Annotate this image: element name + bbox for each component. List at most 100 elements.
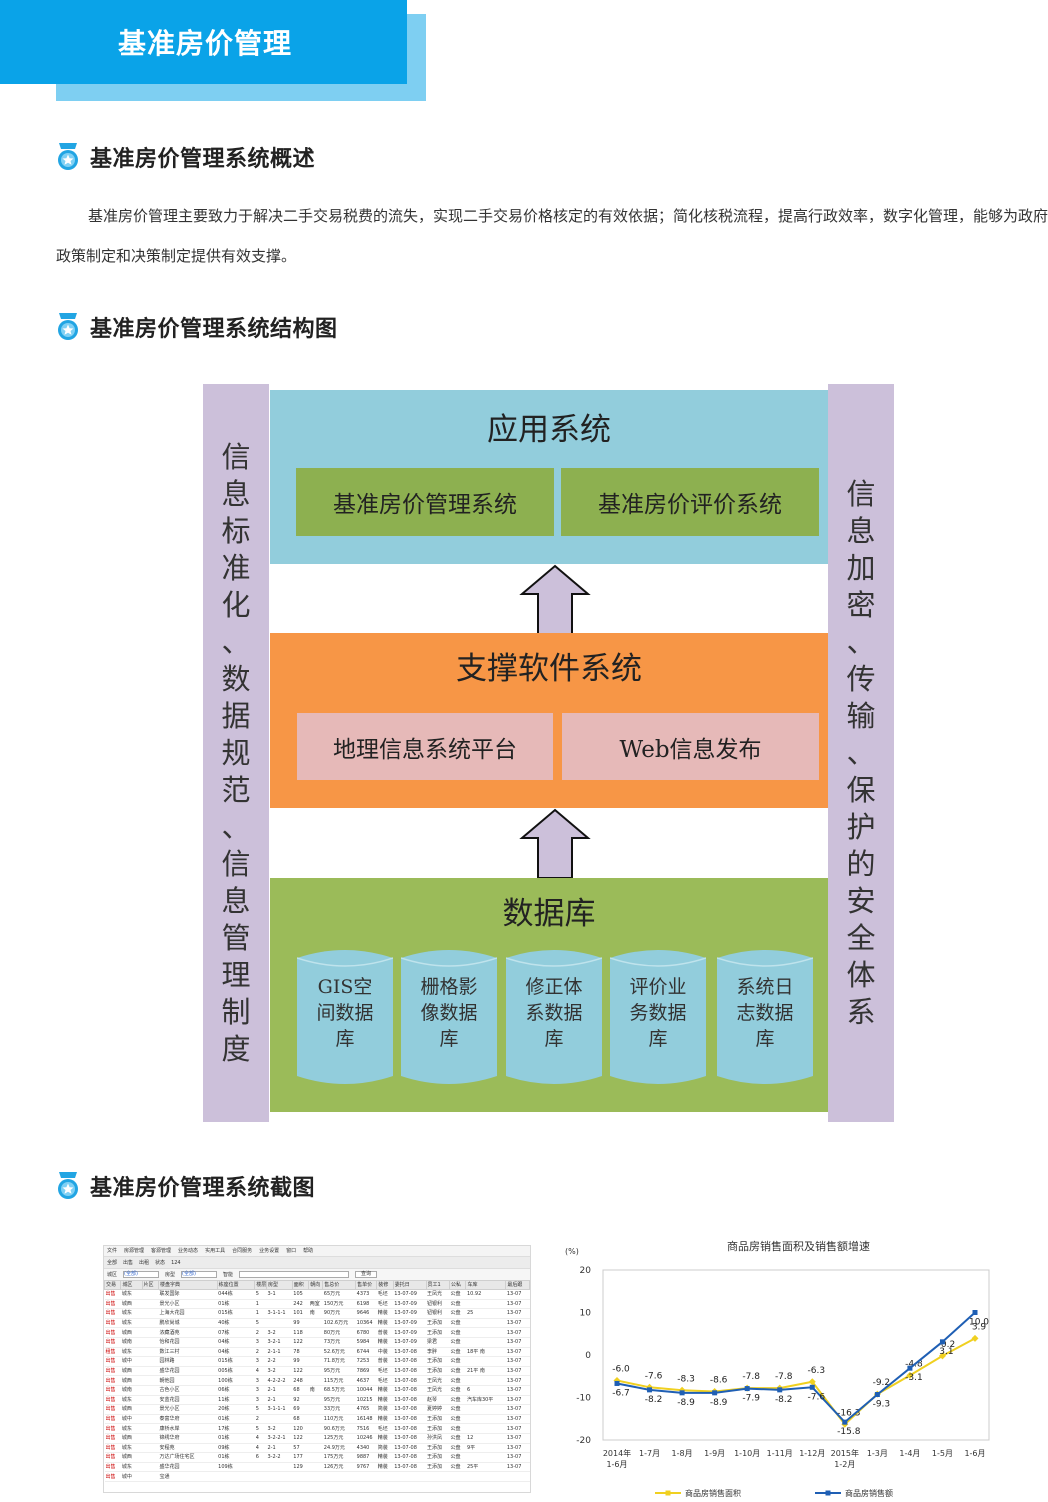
column-header[interactable]: 最后跟 (505, 1280, 530, 1290)
table-cell: 精装 (376, 1395, 394, 1406)
table-cell: 赵琴 (426, 1395, 450, 1406)
table-cell: 6 (254, 1452, 267, 1463)
cylinder-label-line: 修正体 (525, 976, 583, 998)
column-header[interactable]: 面积 (291, 1280, 310, 1290)
table-cell (308, 1289, 323, 1300)
table-cell: 简装 (376, 1443, 394, 1454)
column-header[interactable]: 房型 (265, 1280, 293, 1290)
data-label: -9.3 (873, 1400, 891, 1410)
table-cell: 3 (254, 1356, 267, 1367)
table-cell: 13-07-08 (393, 1356, 427, 1367)
column-header[interactable]: 售总价 (322, 1280, 357, 1290)
table-cell: 朝他园 (158, 1375, 218, 1386)
table-cell: 13-07-08 (393, 1443, 427, 1454)
table-cell: 城南 (120, 1385, 143, 1396)
column-header[interactable]: 朝向 (308, 1280, 324, 1290)
column-header[interactable]: 售单价 (355, 1280, 378, 1290)
column-header[interactable]: 员工1 (425, 1280, 451, 1290)
data-label: -9.2 (873, 1378, 891, 1388)
up-arrow-icon (519, 564, 591, 635)
toolbar-item[interactable]: 状态 (155, 1259, 166, 1266)
data-point (842, 1419, 848, 1425)
menu-item[interactable]: 帮助 (303, 1248, 314, 1254)
filter-type-select[interactable]: (全部) (181, 1271, 218, 1278)
toolbar-item[interactable]: 出售 (123, 1259, 134, 1266)
cylinder-label: 评价业务数据库 (610, 974, 706, 1052)
table-cell: 城东 (120, 1289, 143, 1300)
table-cell: 3-2-1 (266, 1337, 293, 1348)
filter-smart-input[interactable] (239, 1271, 350, 1278)
table-cell (142, 1433, 159, 1444)
table-cell: 69 (292, 1404, 309, 1415)
search-button[interactable]: 查询 (355, 1271, 378, 1278)
table-cell: 王添加 (426, 1414, 450, 1425)
column-header[interactable]: 交易 (104, 1280, 122, 1290)
filter-area-select[interactable]: (全部) (123, 1271, 160, 1278)
menu-item[interactable]: 房源管理 (124, 1248, 145, 1254)
menu-item[interactable]: 合同服务 (232, 1248, 253, 1254)
table-cell: 王添加 (426, 1423, 450, 1434)
menu-item[interactable]: 实用工具 (205, 1248, 226, 1254)
table-cell: 3-1 (266, 1289, 293, 1300)
column-header[interactable]: 片区 (141, 1280, 159, 1290)
cylinder-label: 栅格影像数据库 (401, 974, 497, 1052)
toolbar-item[interactable]: 全部 (107, 1259, 118, 1266)
column-char: 输 (846, 698, 876, 733)
data-label: -8.6 (710, 1376, 728, 1386)
table-cell: 5 (254, 1423, 267, 1434)
table-cell: 出售 (104, 1318, 121, 1329)
table-cell: 城西 (120, 1404, 143, 1415)
column-header[interactable]: 公私 (449, 1280, 467, 1290)
menu-item[interactable]: 窗口 (286, 1248, 297, 1254)
table-cell: 242 (292, 1299, 309, 1310)
series-line (616, 1337, 976, 1426)
column-header[interactable]: 楼盘字典 (157, 1280, 218, 1290)
table-cell (142, 1289, 159, 1300)
table-cell: 城东 (120, 1443, 143, 1454)
toolbar-item[interactable]: 出租 (139, 1259, 150, 1266)
menu-item[interactable]: 客源管理 (151, 1248, 172, 1254)
menu-item[interactable]: 业务动态 (178, 1248, 199, 1254)
table-cell (266, 1414, 293, 1425)
table-cell: 68 (292, 1385, 309, 1396)
table-cell: 普装 (376, 1327, 394, 1338)
column-header[interactable]: 委托日 (392, 1280, 427, 1290)
column-header[interactable]: 城区 (120, 1280, 143, 1290)
table-cell (142, 1443, 159, 1454)
table-cell (393, 1471, 427, 1482)
table-cell: 120 (292, 1423, 309, 1434)
column-header[interactable]: 车库 (465, 1280, 507, 1290)
table-cell: 王凤光 (426, 1385, 450, 1396)
column-header[interactable]: 栋座位置 (216, 1280, 256, 1290)
table-cell: 13-07 (505, 1308, 530, 1319)
table-row[interactable]: 出售城中宝通 (104, 1471, 530, 1482)
column-header[interactable]: 装修 (376, 1280, 394, 1290)
table-cell: 16148 (355, 1414, 377, 1425)
table-cell: 015栋 (217, 1308, 255, 1319)
toolbar-item[interactable]: 124 (171, 1259, 181, 1266)
database-cylinder: 栅格影像数据库 (400, 948, 498, 1086)
menu-item[interactable]: 文件 (107, 1248, 118, 1254)
table-cell: 王添加 (426, 1327, 450, 1338)
column-header[interactable]: 楼层 (254, 1280, 267, 1290)
menu-item[interactable]: 业务设置 (259, 1248, 280, 1254)
